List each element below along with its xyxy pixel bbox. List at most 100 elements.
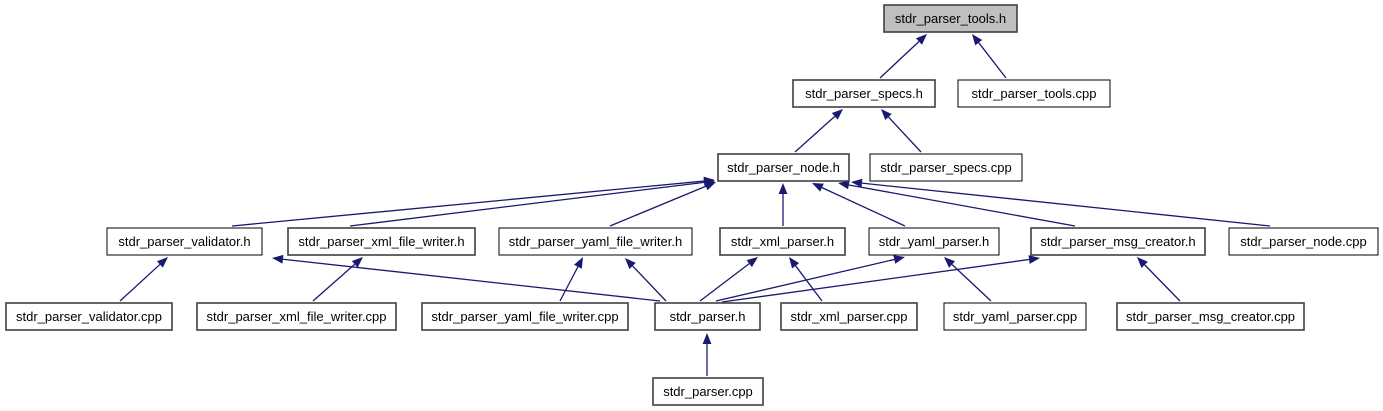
edge-validator_cpp-to-validator_h xyxy=(119,257,168,302)
node-box[interactable] xyxy=(652,377,764,406)
arrowhead-icon xyxy=(272,254,284,264)
node-label: stdr_parser_yaml_file_writer.h xyxy=(509,234,682,249)
node-label: stdr_parser_specs.h xyxy=(805,86,923,101)
edge-msg_creator_cpp-to-msg_creator_h xyxy=(1137,257,1181,302)
node-label: stdr_parser_xml_file_writer.cpp xyxy=(207,309,387,324)
node-label: stdr_parser_msg_creator.h xyxy=(1040,234,1195,249)
graph-node-node_cpp[interactable]: stdr_parser_node.cpp xyxy=(1228,227,1379,256)
node-label: stdr_parser_specs.cpp xyxy=(880,160,1012,175)
graph-node-validator_h[interactable]: stdr_parser_validator.h xyxy=(106,227,263,256)
node-label: stdr_yaml_parser.cpp xyxy=(953,309,1077,324)
node-label: stdr_parser_yaml_file_writer.cpp xyxy=(431,309,618,324)
edge-parser_h-to-xml_parser_h xyxy=(699,257,758,302)
edge-msg_creator_h-to-node_h xyxy=(838,180,1076,227)
graph-node-parser_cpp[interactable]: stdr_parser.cpp xyxy=(652,377,764,406)
graph-node-msg_creator_h[interactable]: stdr_parser_msg_creator.h xyxy=(1030,227,1206,256)
node-box[interactable] xyxy=(943,302,1087,331)
arrowhead-icon xyxy=(574,257,583,269)
node-box[interactable] xyxy=(287,227,476,256)
graph-node-parser_h[interactable]: stdr_parser.h xyxy=(654,302,761,331)
edge-yaml_parser_cpp-to-yaml_parser_h xyxy=(944,257,992,302)
graph-node-yaml_parser_h[interactable]: stdr_yaml_parser.h xyxy=(868,227,1000,256)
node-box[interactable] xyxy=(719,227,846,256)
node-label: stdr_xml_parser.cpp xyxy=(790,309,907,324)
edge-xml_parser_cpp-to-xml_parser_h xyxy=(789,257,823,302)
graph-node-msg_creator_cpp[interactable]: stdr_parser_msg_creator.cpp xyxy=(1116,302,1305,331)
edge-xml_writer_cpp-to-xml_writer_h xyxy=(312,257,363,302)
graph-node-xml_writer_h[interactable]: stdr_parser_xml_file_writer.h xyxy=(287,227,476,256)
arrowhead-icon xyxy=(1137,257,1148,268)
node-box[interactable] xyxy=(792,79,936,108)
edge-parser_cpp-to-parser_h xyxy=(702,333,712,376)
graph-node-validator_cpp[interactable]: stdr_parser_validator.cpp xyxy=(5,302,173,331)
graph-node-node_h[interactable]: stdr_parser_node.h xyxy=(717,153,850,182)
edge-parser_h-to-msg_creator_h xyxy=(721,255,1040,303)
node-box[interactable] xyxy=(869,153,1023,182)
edge-parser_h-to-yaml_writer_h xyxy=(625,258,667,302)
graph-node-specs_cpp[interactable]: stdr_parser_specs.cpp xyxy=(869,153,1023,182)
node-box[interactable] xyxy=(780,302,918,331)
graph-node-specs_h[interactable]: stdr_parser_specs.h xyxy=(792,79,936,108)
edge-yaml_writer_h-to-node_h xyxy=(609,182,716,227)
graph-node-xml_parser_cpp[interactable]: stdr_xml_parser.cpp xyxy=(780,302,918,331)
graph-node-xml_writer_cpp[interactable]: stdr_parser_xml_file_writer.cpp xyxy=(196,302,397,331)
node-box[interactable] xyxy=(868,227,1000,256)
node-box[interactable] xyxy=(106,227,263,256)
arrowhead-icon xyxy=(625,258,636,269)
node-box[interactable] xyxy=(1116,302,1305,331)
node-box[interactable] xyxy=(1030,227,1206,256)
node-box[interactable] xyxy=(1228,227,1379,256)
arrowhead-icon xyxy=(351,257,363,268)
node-label: stdr_parser.h xyxy=(670,309,746,324)
arrowhead-icon xyxy=(851,178,863,188)
edge-tools_cpp-to-tools_h xyxy=(972,34,1007,79)
edge-yaml_writer_cpp-to-yaml_writer_h xyxy=(559,257,583,302)
graph-node-yaml_parser_cpp[interactable]: stdr_yaml_parser.cpp xyxy=(943,302,1087,331)
arrowhead-icon xyxy=(915,34,927,45)
edge-node_h-to-specs_h xyxy=(794,109,843,153)
node-box[interactable] xyxy=(498,227,693,256)
graph-node-tools_h[interactable]: stdr_parser_tools.h xyxy=(883,4,1018,33)
node-label: stdr_parser_tools.cpp xyxy=(971,86,1096,101)
node-box[interactable] xyxy=(196,302,397,331)
edge-parser_h-to-yaml_parser_h xyxy=(715,255,905,302)
edge-specs_cpp-to-specs_h xyxy=(881,109,922,153)
graph-node-yaml_writer_h[interactable]: stdr_parser_yaml_file_writer.h xyxy=(498,227,693,256)
arrowhead-icon xyxy=(778,183,788,194)
node-box[interactable] xyxy=(421,302,629,331)
node-box[interactable] xyxy=(654,302,761,331)
arrowhead-icon xyxy=(746,257,758,268)
edge-parser_h-to-xml_writer_h xyxy=(272,254,661,302)
arrowhead-icon xyxy=(156,257,168,268)
edge-yaml_parser_h-to-node_h xyxy=(812,183,906,227)
node-box[interactable] xyxy=(717,153,850,182)
node-box[interactable] xyxy=(957,79,1111,108)
graph-node-tools_cpp[interactable]: stdr_parser_tools.cpp xyxy=(957,79,1111,108)
arrowhead-icon xyxy=(944,257,956,268)
arrowhead-icon xyxy=(972,34,983,46)
arrowhead-icon xyxy=(702,333,712,344)
arrowhead-icon xyxy=(812,183,824,192)
edge-node_cpp-to-node_h xyxy=(851,178,1271,227)
node-label: stdr_parser_node.cpp xyxy=(1240,234,1366,249)
node-label: stdr_parser_validator.cpp xyxy=(16,309,162,324)
arrowhead-icon xyxy=(838,180,850,190)
node-box[interactable] xyxy=(5,302,173,331)
arrowhead-icon xyxy=(893,255,905,264)
graph-node-xml_parser_h[interactable]: stdr_xml_parser.h xyxy=(719,227,846,256)
node-label: stdr_parser_msg_creator.cpp xyxy=(1126,309,1295,324)
arrowhead-icon xyxy=(789,257,800,269)
arrowhead-icon xyxy=(881,109,892,121)
node-label: stdr_xml_parser.h xyxy=(731,234,834,249)
node-box[interactable] xyxy=(883,4,1018,33)
node-label: stdr_parser_validator.h xyxy=(118,234,250,249)
edge-validator_h-to-node_h xyxy=(231,176,715,227)
arrowhead-icon xyxy=(831,109,843,120)
node-label: stdr_parser_xml_file_writer.h xyxy=(298,234,464,249)
graph-node-yaml_writer_cpp[interactable]: stdr_parser_yaml_file_writer.cpp xyxy=(421,302,629,331)
node-label: stdr_parser.cpp xyxy=(663,384,753,399)
edge-layer xyxy=(119,34,1271,376)
